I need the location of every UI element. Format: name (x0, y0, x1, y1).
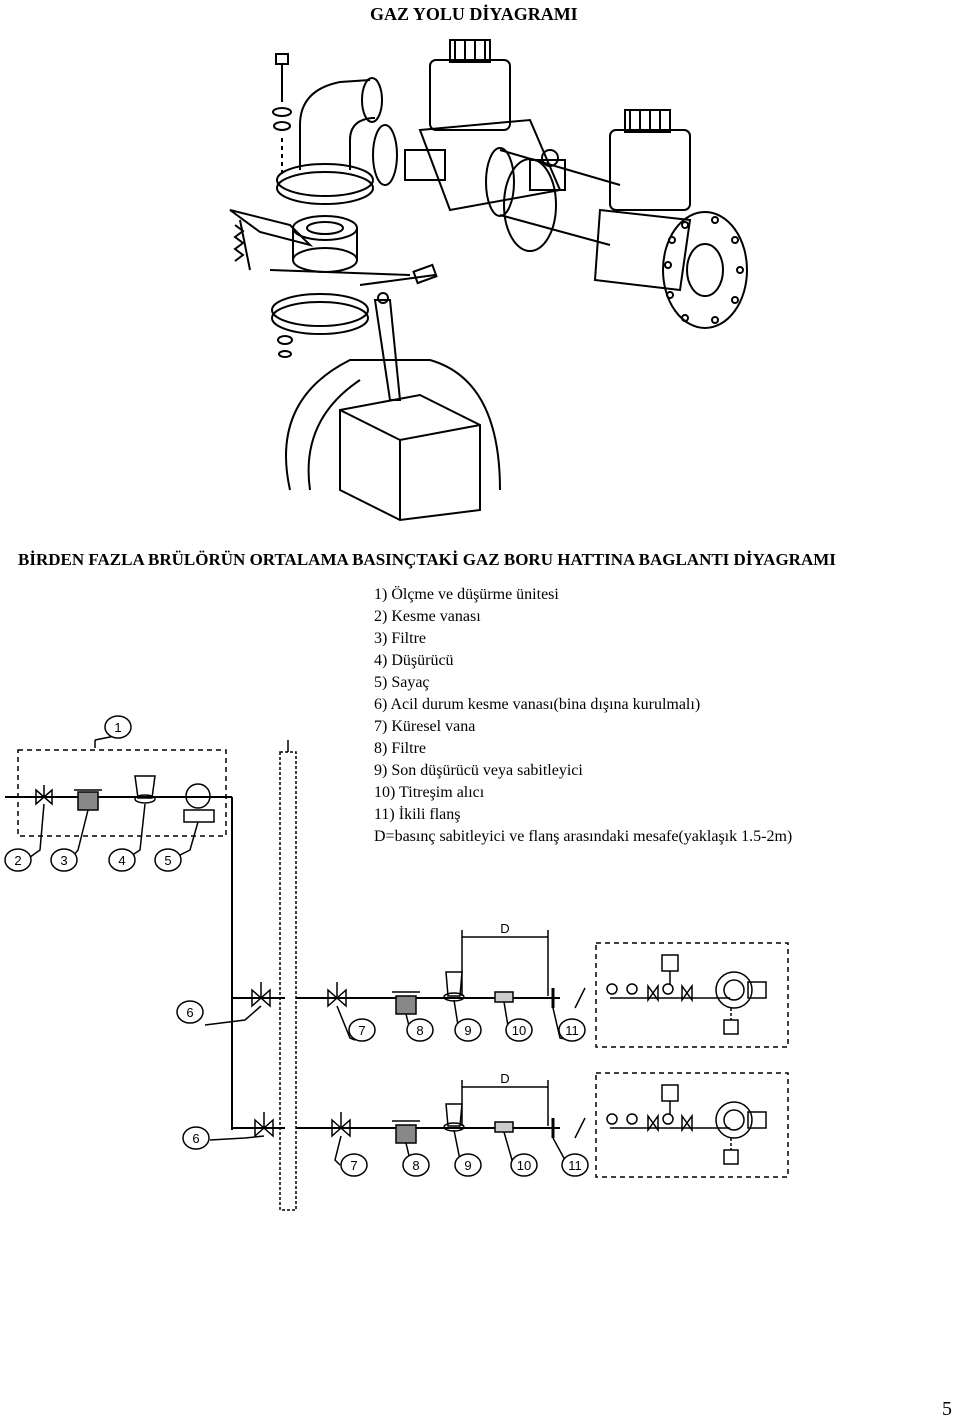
gas-train-illustration (229, 39, 748, 522)
callout-7: 7 (350, 1158, 357, 1173)
measuring-unit-box (17, 749, 227, 837)
callout-9: 9 (464, 1158, 471, 1173)
legend-item: 4) Düşürücü (374, 652, 454, 669)
pipeline-schematic: 1 2 3 4 5 6 7 8 9 10 11 6 7 8 9 10 11 D … (4, 715, 789, 1211)
callout-3: 3 (60, 853, 67, 868)
regulator-symbol (134, 775, 156, 799)
meter-symbol (185, 783, 211, 809)
legend-item: 7) Küresel vana (374, 718, 476, 735)
diagram-subtitle: BİRDEN FAZLA BRÜLÖRÜN ORTALAMA BASINÇTAK… (18, 550, 836, 569)
callout-6: 6 (192, 1131, 199, 1146)
dimension-d-label: D (500, 1071, 509, 1086)
legend-item: 11) İkili flanş (374, 806, 461, 823)
callout-9: 9 (464, 1023, 471, 1038)
callout-10: 10 (512, 1023, 526, 1038)
shutoff-valve-symbol (35, 788, 53, 806)
legend-item: 2) Kesme vanası (374, 608, 481, 625)
legend-item: 10) Titreşim alıcı (374, 784, 485, 801)
callout-7: 7 (358, 1023, 365, 1038)
legend-item: 5) Sayaç (374, 674, 430, 691)
legend-item: 8) Filtre (374, 740, 426, 757)
legend-list: 1) Ölçme ve düşürme ünitesi 2) Kesme van… (374, 584, 854, 848)
callout-1: 1 (114, 720, 121, 735)
callout-10: 10 (517, 1158, 531, 1173)
callout-11: 11 (568, 1158, 582, 1173)
callout-2: 2 (14, 853, 21, 868)
dimension-d-label: D (500, 921, 509, 936)
callout-5: 5 (164, 853, 171, 868)
legend-item: 3) Filtre (374, 630, 426, 647)
callout-8: 8 (416, 1023, 423, 1038)
callout-4: 4 (118, 853, 125, 868)
legend-note: D=basınç sabitleyici ve flanş arasındaki… (374, 828, 793, 845)
legend-item: 9) Son düşürücü veya sabitleyici (374, 762, 583, 779)
legend-item: 6) Acil durum kesme vanası(bina dışına k… (374, 696, 701, 713)
callout-6: 6 (186, 1005, 193, 1020)
page-number: 5 (942, 1398, 952, 1420)
callout-11: 11 (565, 1023, 579, 1038)
callout-8: 8 (412, 1158, 419, 1173)
legend-item: 1) Ölçme ve düşürme ünitesi (374, 586, 559, 603)
page-title: GAZ YOLU DİYAGRAMI (370, 4, 578, 24)
filter-symbol (77, 791, 99, 811)
